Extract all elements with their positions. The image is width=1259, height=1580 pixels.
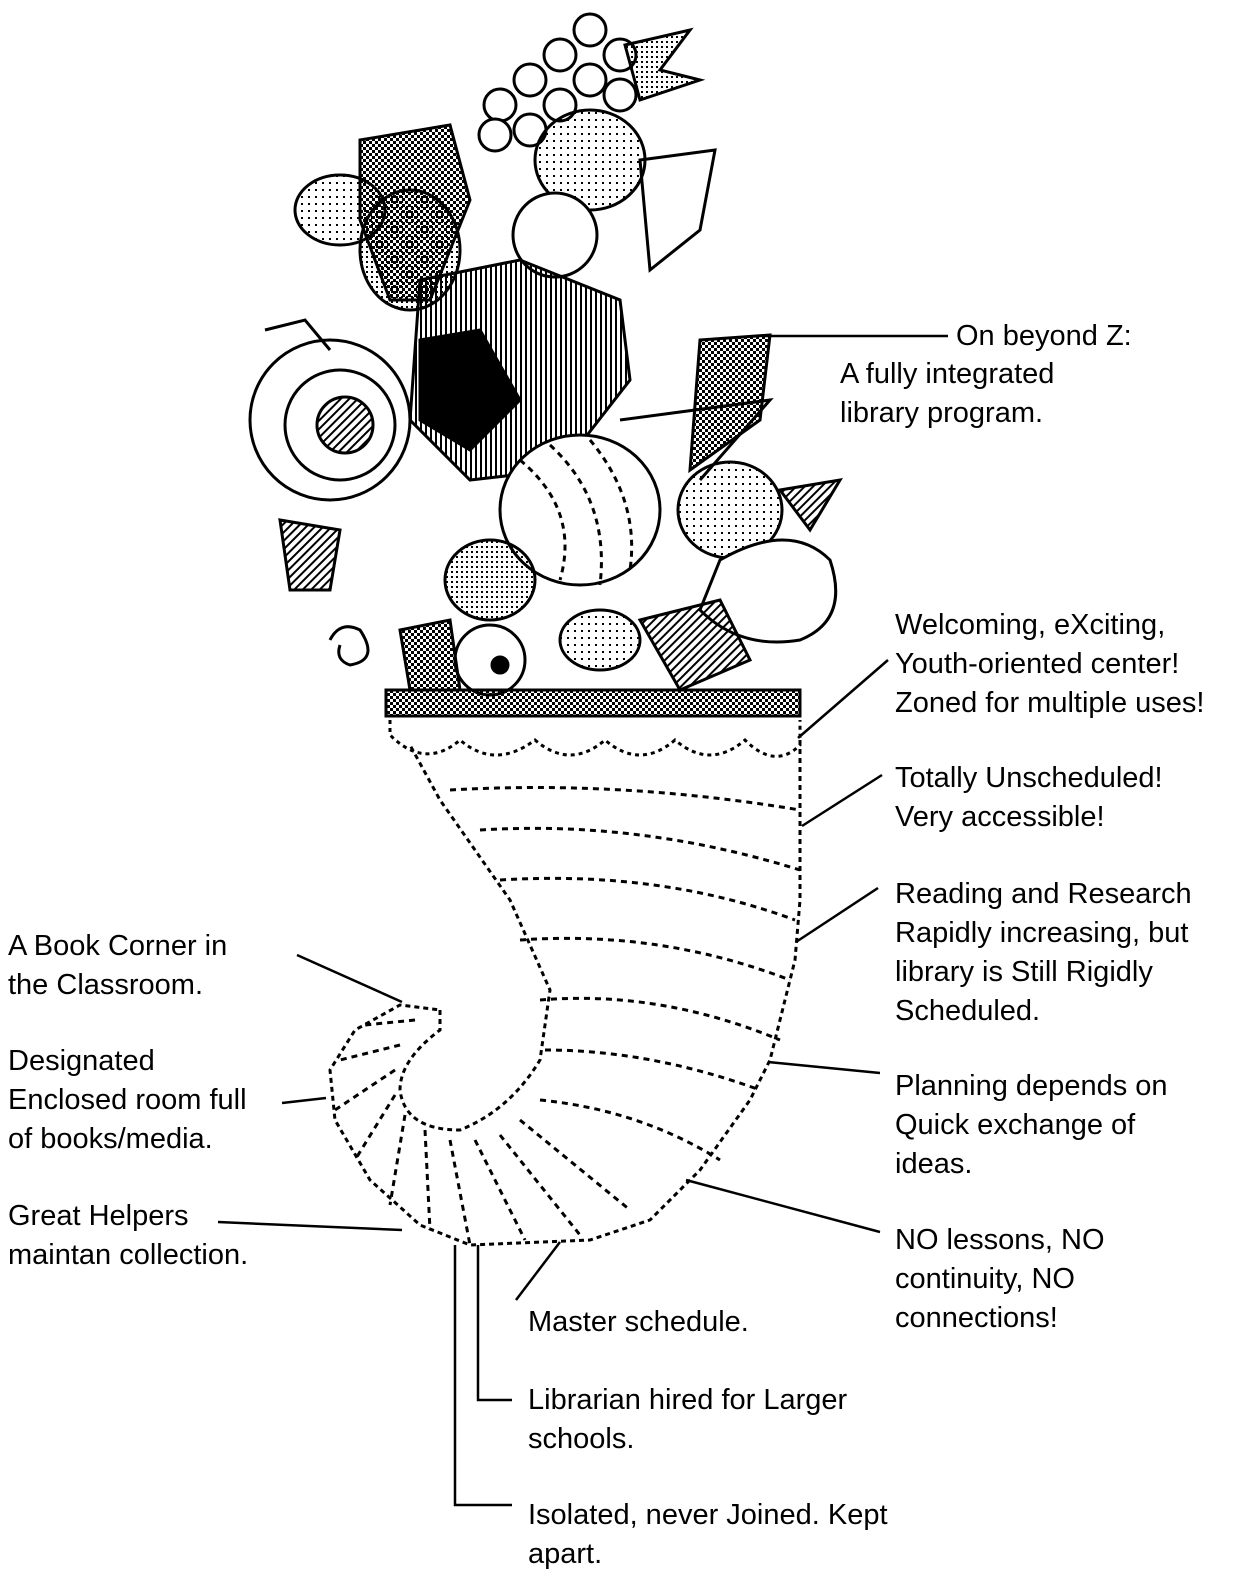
label-book-corner: A Book Corner in the Classroom. bbox=[8, 927, 227, 1005]
label-reading-research: Reading and Research Rapidly increasing,… bbox=[895, 875, 1192, 1031]
rose bbox=[250, 320, 410, 500]
curl bbox=[330, 627, 368, 665]
orange bbox=[455, 625, 525, 695]
label-planning: Planning depends on Quick exchange of id… bbox=[895, 1067, 1168, 1184]
horn bbox=[330, 690, 800, 1245]
label-designated: Designated Enclosed room full of books/m… bbox=[8, 1042, 247, 1159]
horn-rim bbox=[386, 690, 800, 716]
label-welcoming: Welcoming, eXciting, Youth-oriented cent… bbox=[895, 606, 1204, 723]
label-no-lessons: NO lessons, NO continuity, NO connection… bbox=[895, 1221, 1105, 1338]
fruit-pile bbox=[250, 14, 840, 695]
label-master-schedule: Master schedule. bbox=[528, 1303, 749, 1342]
leaf bbox=[625, 30, 700, 100]
strawberry bbox=[560, 610, 640, 670]
label-unscheduled: Totally Unscheduled! Very accessible! bbox=[895, 759, 1163, 837]
label-on-beyond-z: On beyond Z: bbox=[956, 317, 1132, 356]
leaf bbox=[280, 520, 340, 590]
label-isolated: Isolated, never Joined. Kept apart. bbox=[528, 1496, 888, 1574]
label-librarian-hired: Librarian hired for Larger schools. bbox=[528, 1381, 847, 1459]
label-fully-integrated: A fully integrated library program. bbox=[840, 355, 1054, 433]
fruit bbox=[445, 540, 535, 620]
label-great-helpers: Great Helpers maintan collection. bbox=[8, 1197, 248, 1275]
leaf bbox=[640, 150, 715, 270]
leaf bbox=[780, 480, 840, 530]
